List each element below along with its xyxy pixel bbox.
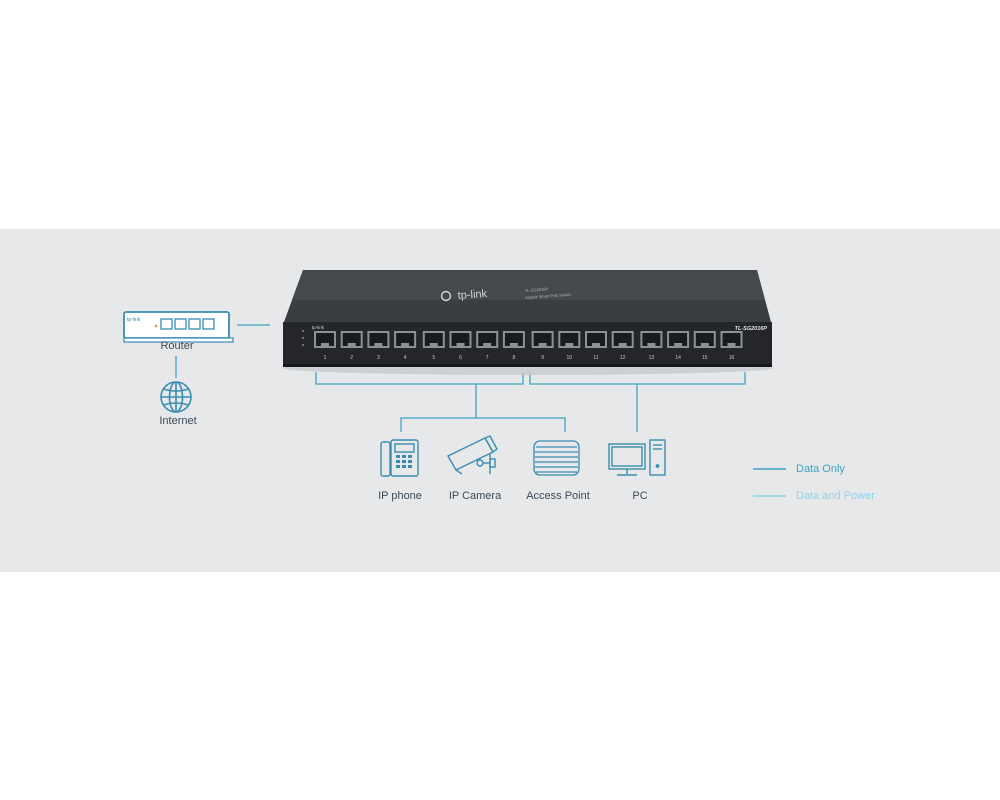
port-number-label: 14	[675, 355, 681, 361]
switch-model-front: TL-SG2016P	[735, 326, 768, 332]
device-label-pc: PC	[632, 490, 648, 502]
switch-port-12: 12	[611, 331, 634, 361]
port-number-label: 16	[729, 355, 735, 361]
switch-port-11: 11	[585, 331, 607, 361]
switch-brand: tp-link	[457, 288, 488, 302]
switch-port-16: 16	[720, 331, 743, 361]
device-label-ip-camera: IP Camera	[448, 490, 502, 502]
switch-subtitle: Gigabit Smart PoE Switch	[525, 292, 571, 300]
port-number-label: 10	[567, 355, 573, 361]
port-number-label: 12	[620, 355, 626, 361]
desktop-pc-icon	[608, 439, 666, 476]
connection-lines	[175, 324, 746, 432]
switch-port-6: 6	[449, 331, 472, 361]
switch-port-1: 1	[314, 331, 336, 361]
switch-panel-brand: tp-link	[312, 325, 325, 330]
switch-port-15: 15	[693, 331, 716, 361]
globe-icon	[160, 381, 192, 413]
access-point-icon	[533, 440, 580, 476]
switch-port-10: 10	[558, 331, 581, 361]
switch-port-14: 14	[667, 331, 690, 361]
switch-port-9: 9	[531, 331, 554, 361]
port-number-label: 8	[513, 355, 516, 361]
switch-port-3: 3	[367, 331, 390, 361]
router-port	[202, 318, 215, 330]
switch-port-8: 8	[502, 331, 525, 361]
port-number-label: 9	[541, 355, 544, 361]
device-label-access-point: Access Point	[526, 490, 590, 502]
switch-logo-mark	[440, 290, 452, 302]
switch-port-2: 2	[340, 331, 363, 361]
legend	[753, 468, 786, 497]
router-port	[174, 318, 187, 330]
port-number-label: 4	[404, 355, 407, 361]
switch-device: tp-link Gigabit Smart PoE Switch TL-SG20…	[283, 270, 773, 375]
port-number-label: 2	[350, 355, 353, 361]
port-number-label: 1	[324, 355, 327, 361]
legend-data-only-label: Data Only	[796, 463, 845, 475]
switch-port-4: 4	[394, 331, 417, 361]
switch-port-7: 7	[476, 331, 499, 361]
port-number-label: 3	[377, 355, 380, 361]
router-brand: tp-link	[127, 317, 141, 323]
security-camera-icon	[447, 435, 498, 475]
device-label-ip-phone: IP phone	[378, 490, 422, 502]
poe-devices-distribution	[400, 417, 566, 432]
router-label: Router	[160, 340, 194, 352]
port-number-label: 15	[702, 355, 708, 361]
port-number-label: 11	[593, 355, 598, 361]
ip-phone-icon	[380, 439, 419, 477]
port-number-label: 7	[486, 355, 489, 361]
status-leds	[302, 330, 304, 346]
switch-port-5: 5	[422, 331, 445, 361]
switch-port-13: 13	[640, 331, 663, 361]
router-led	[154, 324, 158, 328]
router-port	[160, 318, 173, 330]
internet-label: Internet	[159, 415, 197, 427]
router-icon: tp-link	[123, 311, 234, 343]
poe-ports-bracket	[315, 372, 524, 385]
switch-model-top: TL-SG2016P	[525, 286, 549, 293]
router-port	[188, 318, 201, 330]
legend-data-power-label: Data and Power	[796, 490, 875, 502]
port-number-label: 6	[459, 355, 462, 361]
port-number-label: 13	[649, 355, 655, 361]
port-number-label: 5	[432, 355, 435, 361]
switch-front-panel	[283, 322, 772, 366]
